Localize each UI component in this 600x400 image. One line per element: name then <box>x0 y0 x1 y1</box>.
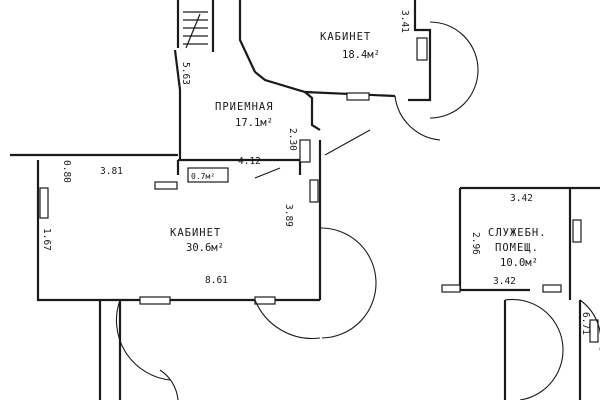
dim-3-89: 3.89 <box>283 204 294 227</box>
dim-3-81: 3.81 <box>100 166 123 177</box>
room-area-cabinet-main: 30.6м² <box>186 242 224 254</box>
dim-3-42-top: 3.42 <box>510 193 533 204</box>
room-area-cabinet-upper: 18.4м² <box>342 49 380 61</box>
room-area-reception: 17.1м² <box>235 117 273 129</box>
room-area-closet: 0.7м² <box>191 172 215 181</box>
room-name-cabinet-upper: КАБИНЕТ <box>320 31 371 43</box>
dim-4-12: 4.12 <box>238 156 261 167</box>
room-labels: КАБИНЕТ 18.4м² ПРИЕМНАЯ 17.1м² КАБИНЕТ 3… <box>170 31 547 269</box>
door-swings <box>115 21 600 400</box>
dim-8-61: 8.61 <box>205 275 228 286</box>
dimension-labels: 3.41 5.63 2.30 4.12 0.80 3.81 1.67 3.89 … <box>41 10 591 335</box>
dim-0-80: 0.80 <box>61 160 72 183</box>
room-name-cabinet-main: КАБИНЕТ <box>170 227 221 239</box>
dim-3-42-bottom: 3.42 <box>493 276 516 287</box>
dim-1-67: 1.67 <box>41 228 52 251</box>
dim-6-71: 6.71 <box>580 312 591 335</box>
dim-3-41: 3.41 <box>399 10 410 33</box>
room-name-service-2: ПОМЕЩ. <box>495 242 539 254</box>
dim-2-30: 2.30 <box>287 128 298 151</box>
dim-5-63: 5.63 <box>180 62 191 85</box>
windows <box>39 37 599 343</box>
room-name-service-1: СЛУЖЕБН. <box>488 227 547 239</box>
room-name-reception: ПРИЕМНАЯ <box>215 101 274 113</box>
walls <box>10 0 600 400</box>
room-area-service: 10.0м² <box>500 257 538 269</box>
dim-2-96: 2.96 <box>470 232 481 255</box>
